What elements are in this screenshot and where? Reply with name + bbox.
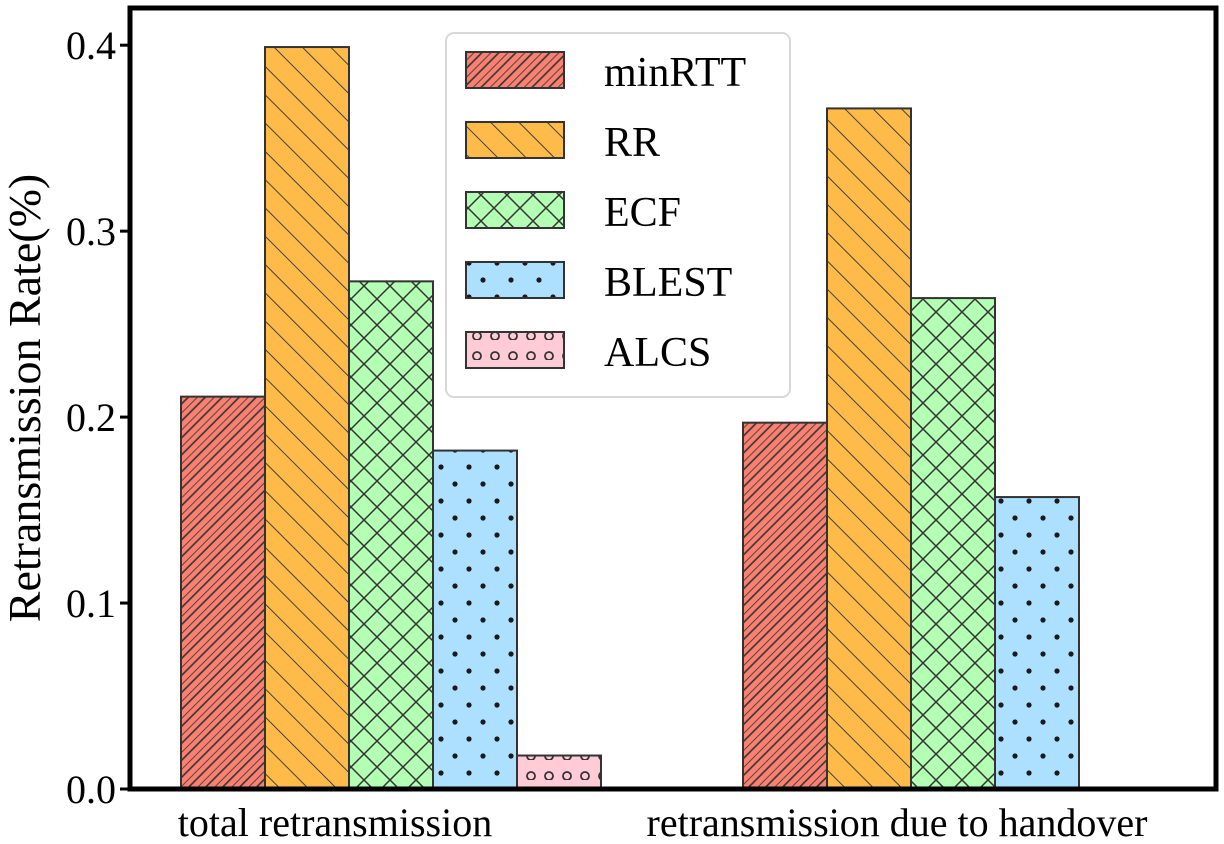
legend-swatch-rr bbox=[465, 121, 565, 159]
y-axis-ticks: 0.0 0.1 0.2 0.3 0.4 bbox=[66, 23, 130, 812]
bars-group bbox=[180, 46, 1080, 791]
plot-frame bbox=[127, 5, 1219, 792]
bar-alcs-total bbox=[516, 754, 602, 790]
x-axis-categories: total retransmission retransmission due … bbox=[178, 800, 1148, 844]
category-label: total retransmission bbox=[178, 800, 492, 844]
y-tick-label: 0.3 bbox=[66, 209, 116, 254]
legend-label-rr: RR bbox=[604, 120, 660, 166]
legend-label-minrtt: minRTT bbox=[604, 50, 746, 96]
y-axis-title: Retransmission Rate(%) bbox=[0, 174, 50, 622]
bar-rr-handover bbox=[826, 107, 912, 790]
bar-minrtt-handover bbox=[742, 421, 828, 790]
legend-swatch-alcs bbox=[465, 331, 565, 369]
bar-blest-total bbox=[432, 449, 518, 790]
bar-ecf-total bbox=[348, 280, 434, 790]
bar-rr-total bbox=[264, 46, 350, 791]
y-tick-label: 0.4 bbox=[66, 23, 116, 68]
legend-swatch-blest bbox=[465, 261, 565, 299]
y-tick-label: 0.0 bbox=[66, 767, 116, 812]
category-label: retransmission due to handover bbox=[647, 800, 1148, 844]
legend-swatch-minrtt bbox=[465, 51, 565, 89]
legend-swatch-ecf bbox=[465, 191, 565, 229]
bar-ecf-handover bbox=[910, 297, 996, 790]
bar-minrtt-total bbox=[180, 395, 266, 790]
legend-label-blest: BLEST bbox=[604, 260, 732, 306]
y-tick-label: 0.2 bbox=[66, 395, 116, 440]
legend: minRTT RR ECF BLEST ALCS bbox=[445, 32, 791, 398]
y-tick-label: 0.1 bbox=[66, 581, 116, 626]
bar-blest-handover bbox=[994, 496, 1080, 790]
legend-label-alcs: ALCS bbox=[604, 330, 711, 376]
legend-label-ecf: ECF bbox=[604, 190, 681, 236]
